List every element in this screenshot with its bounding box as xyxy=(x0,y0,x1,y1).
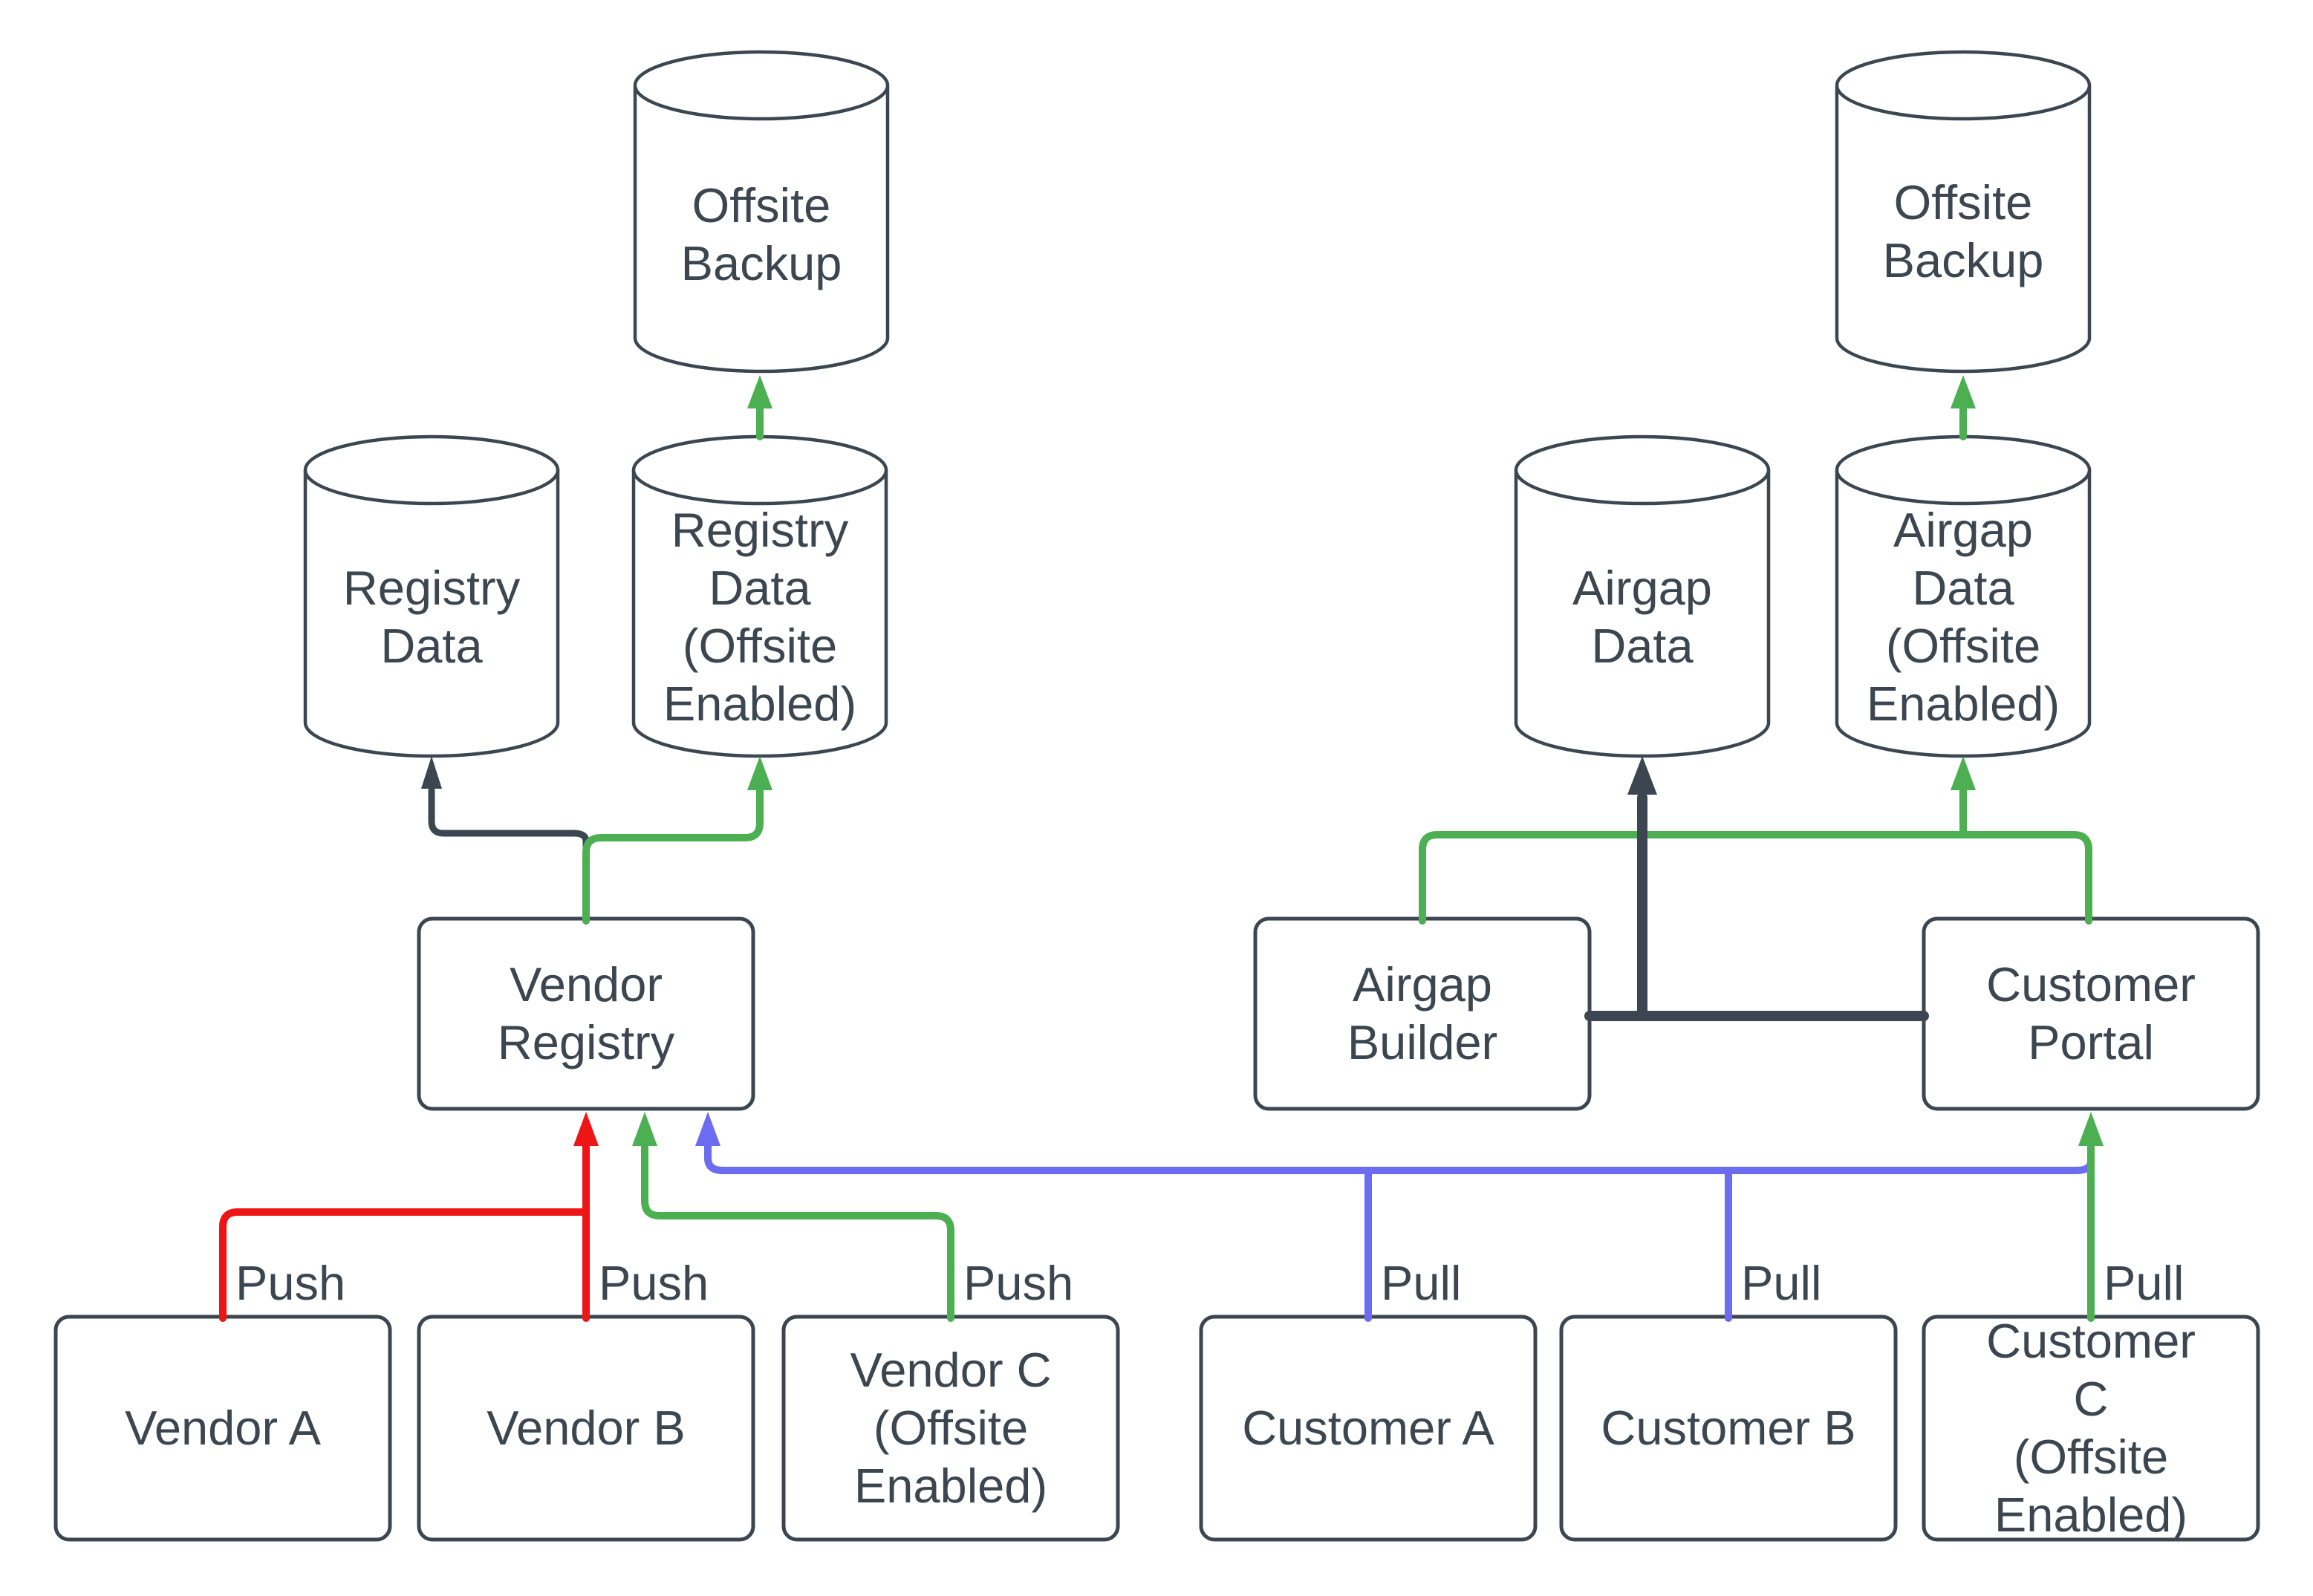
edge-vendor-b-push-arrowhead xyxy=(573,1112,599,1146)
edge-airgap-builder-to-airgap-data xyxy=(1627,756,1657,1021)
edge-airgap-offsite-green-trunk xyxy=(1419,831,2092,925)
node-registry-data-top xyxy=(303,434,560,506)
node-registry-data-body xyxy=(303,470,560,758)
edge-vendor-registry-to-registry-data-offsite-line xyxy=(582,786,764,925)
edge-airgap-data-offsite-to-offsite-backup xyxy=(1951,375,1976,440)
node-registry-data-offsite-body xyxy=(631,470,888,758)
edge-vendor-b-push xyxy=(573,1112,599,1322)
node-vendor-a xyxy=(53,1315,392,1542)
node-customer-portal xyxy=(1922,916,2260,1111)
edge-airgap-offsite-green-trunk-line xyxy=(1419,831,2092,925)
node-offsite-backup-right-body xyxy=(1835,85,2092,374)
node-registry-data-offsite-top xyxy=(631,434,888,506)
edge-vendor-registry-to-registry-data-offsite-arrowhead xyxy=(747,756,772,790)
node-airgap-data-body xyxy=(1514,470,1771,758)
edge-vendor-registry-to-registry-data-line xyxy=(428,786,590,853)
edge-vendor-c-push xyxy=(632,1112,954,1322)
node-airgap-data-offsite-body xyxy=(1835,470,2092,758)
edge-registry-data-offsite-to-offsite-backup xyxy=(747,375,772,440)
edge-registry-data-offsite-to-offsite-backup-arrowhead xyxy=(747,375,772,408)
edge-vendor-registry-to-registry-data-arrowhead xyxy=(421,756,442,789)
edge-customer-c-pull xyxy=(2078,1112,2104,1322)
node-airgap-data-offsite-top xyxy=(1835,434,2092,506)
edge-vendor-a-push-line xyxy=(219,1208,590,1322)
node-vendor-c xyxy=(781,1315,1120,1542)
node-offsite-backup-left-top xyxy=(633,50,890,121)
edge-customer-c-pull-arrowhead xyxy=(2078,1112,2104,1146)
node-airgap-builder xyxy=(1253,916,1592,1111)
node-vendor-registry xyxy=(417,916,755,1111)
edge-vendor-a-push xyxy=(219,1208,590,1322)
edge-airgap-data-offsite-to-offsite-backup-arrowhead xyxy=(1951,375,1976,408)
node-customer-a xyxy=(1199,1315,1538,1542)
node-airgap-data-top xyxy=(1514,434,1771,506)
edge-vendor-registry-to-registry-data xyxy=(421,756,590,853)
edge-customer-pull-trunk-arrowhead xyxy=(695,1112,720,1146)
node-customer-b xyxy=(1559,1315,1898,1542)
edge-vendor-c-push-line xyxy=(641,1142,954,1322)
node-customer-c xyxy=(1922,1315,2260,1542)
edge-vendor-registry-to-registry-data-offsite xyxy=(582,756,772,925)
edge-airgap-builder-to-airgap-data-arrowhead xyxy=(1627,756,1657,795)
edge-airgap-offsite-green-arrow xyxy=(1951,756,1976,838)
edge-vendor-c-push-arrowhead xyxy=(632,1112,657,1146)
edge-airgap-offsite-green-arrow-arrowhead xyxy=(1951,756,1976,790)
node-offsite-backup-left-body xyxy=(633,85,890,374)
node-offsite-backup-right-top xyxy=(1835,50,2092,121)
node-vendor-b xyxy=(417,1315,755,1542)
